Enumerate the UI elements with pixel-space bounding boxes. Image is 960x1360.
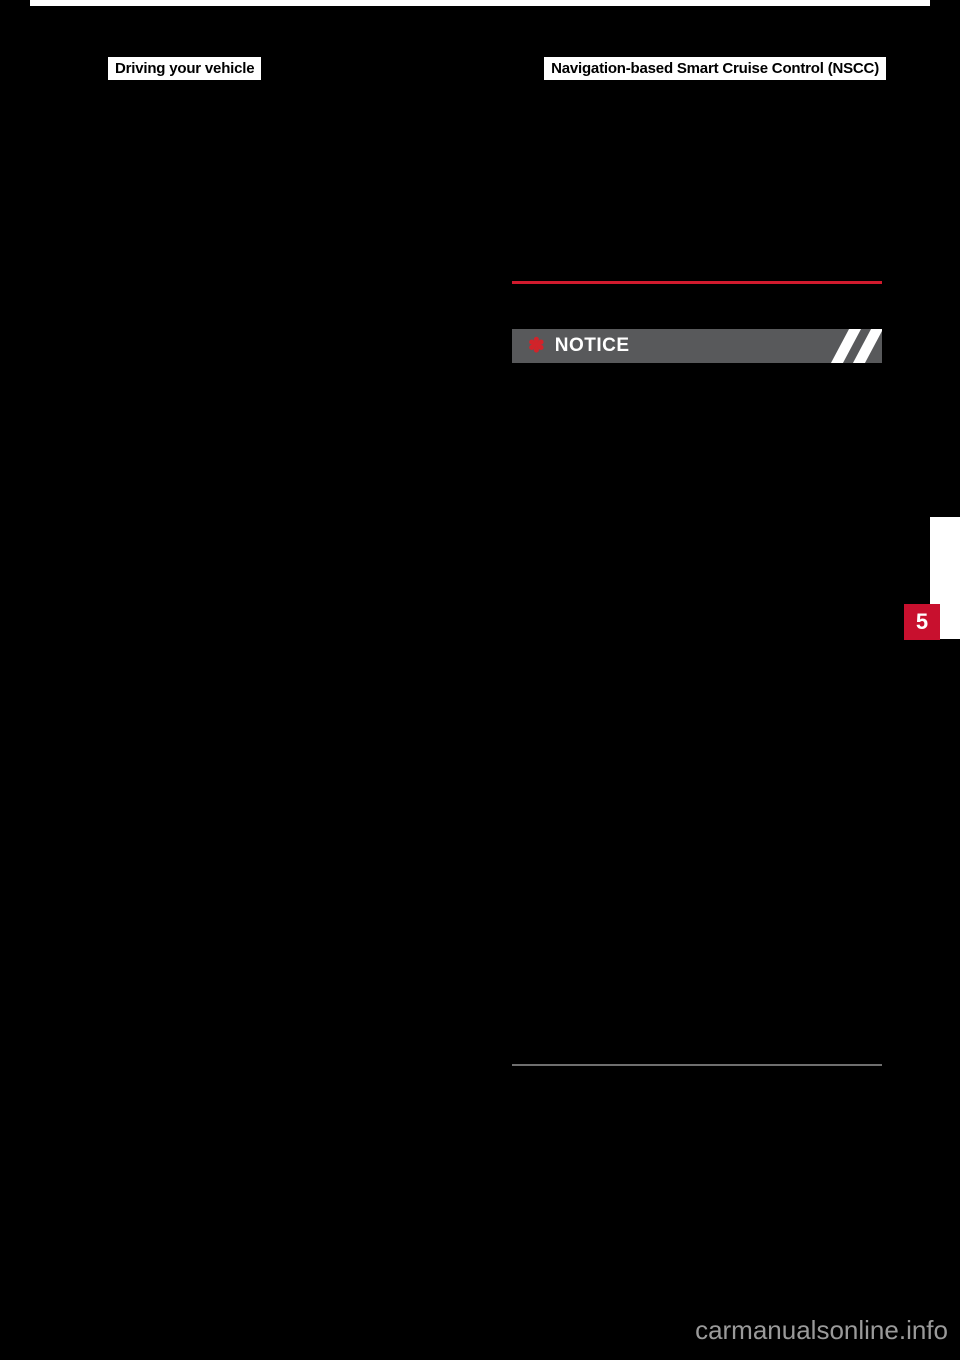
notice-label: NOTICE [554,335,630,356]
chapter-number: 5 [915,609,929,634]
asterisk-icon: ✽ [528,335,545,357]
gray-divider [512,1064,882,1066]
page-top-edge [30,0,930,6]
notice-banner: ✽ NOTICE [512,329,882,363]
section-title-chip: Driving your vehicle [108,57,262,80]
topic-title: Navigation-based Smart Cruise Control (N… [551,60,879,77]
watermark: carmanualsonline.info [695,1315,948,1345]
chapter-number-badge: 5 [904,604,940,640]
section-title: Driving your vehicle [115,60,255,77]
red-divider [512,281,882,284]
topic-title-chip: Navigation-based Smart Cruise Control (N… [544,57,886,80]
